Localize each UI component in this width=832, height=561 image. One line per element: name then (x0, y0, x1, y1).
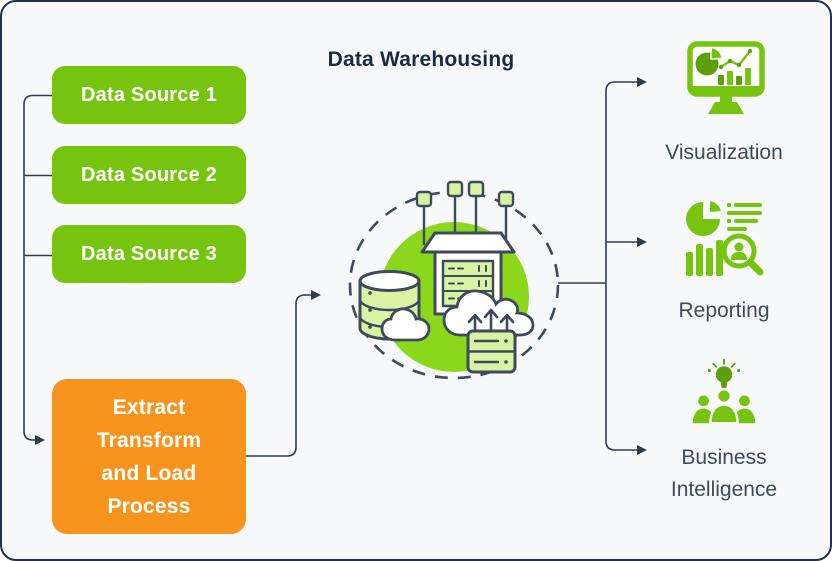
connector-etl-to-warehouse (246, 290, 321, 457)
database-cylinder-icon (358, 270, 421, 341)
data-warehouse-illustration-icon (348, 180, 560, 380)
green-backdrop-circle (379, 222, 529, 372)
reporting-analytics-icon (686, 198, 764, 276)
warehouse-building-icon (420, 231, 516, 316)
label-line: Intelligence (670, 478, 778, 501)
node-data-source-3: Data Source 3 (52, 225, 246, 283)
dashed-circle (348, 190, 560, 380)
page-title: Data Warehousing (327, 48, 515, 71)
node-data-source-2: Data Source 2 (52, 146, 246, 204)
etl-line: Transform (96, 428, 202, 452)
upload-cloud-icon (442, 289, 535, 337)
node-label: Data Source 2 (81, 163, 217, 186)
label-visualization: Visualization (665, 141, 783, 164)
server-stack-icon (466, 329, 517, 374)
cloud-icon (380, 307, 431, 342)
node-label: Data Source 3 (81, 242, 217, 265)
node-label: Data Source 1 (81, 83, 217, 106)
etl-line: Extract (112, 395, 186, 419)
upload-arrows-icon (467, 308, 515, 333)
etl-line: Process (107, 494, 191, 518)
business-intelligence-team-icon (692, 358, 756, 425)
label-line: Business (681, 446, 767, 469)
connector-fork-to-visualization (605, 77, 647, 283)
antenna-nodes-icon (415, 180, 515, 245)
etl-line: and Load (101, 461, 197, 485)
connector-sources-bracket (23, 94, 52, 445)
visualization-monitor-chart-icon (687, 41, 765, 114)
label-business-intelligence: Business Intelligence (624, 442, 824, 506)
node-data-source-1: Data Source 1 (52, 66, 246, 124)
label-reporting: Reporting (678, 299, 770, 322)
node-etl-process: Extract Transform and Load Process (52, 379, 246, 534)
